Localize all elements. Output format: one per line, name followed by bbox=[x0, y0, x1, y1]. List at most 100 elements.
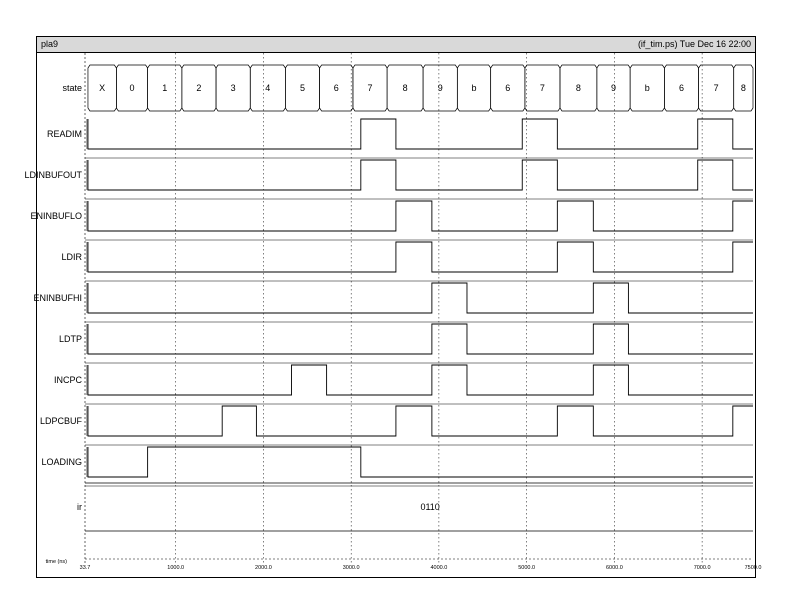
state-value: 1 bbox=[162, 83, 167, 93]
state-cell-outline bbox=[319, 64, 354, 112]
time-tick-label: 3000.0 bbox=[343, 565, 360, 571]
time-axis-label: time (ns) bbox=[46, 559, 68, 565]
signal-row-ldpcbuf: LDPCBUF bbox=[40, 405, 753, 446]
unknown-state-block bbox=[86, 201, 88, 231]
unknown-state-block bbox=[86, 406, 88, 436]
state-cell: 5 bbox=[285, 64, 320, 112]
signal-waveform bbox=[87, 364, 753, 396]
signal-label: LOADING bbox=[41, 457, 82, 467]
signal-label: READIM bbox=[47, 129, 82, 139]
state-value: 6 bbox=[679, 83, 684, 93]
state-value: 7 bbox=[368, 83, 373, 93]
state-cell: 0 bbox=[116, 64, 148, 112]
state-cell: 6 bbox=[490, 64, 526, 112]
state-cell-outline bbox=[386, 64, 424, 112]
state-value: 8 bbox=[576, 83, 581, 93]
signal-waveform bbox=[87, 118, 753, 150]
state-value: 7 bbox=[714, 83, 719, 93]
signal-waveform bbox=[87, 159, 753, 191]
title-left: pla9 bbox=[41, 39, 59, 49]
state-value: 6 bbox=[505, 83, 510, 93]
signal-label: LDPCBUF bbox=[40, 416, 83, 426]
time-tick-label: 6000.0 bbox=[606, 565, 623, 571]
signal-waveform bbox=[87, 323, 753, 355]
state-value: 3 bbox=[231, 83, 236, 93]
signal-row-eninbuflo: ENINBUFLO bbox=[30, 200, 753, 241]
state-cell-outline bbox=[116, 64, 148, 112]
ir-label: ir bbox=[77, 502, 82, 512]
state-value: X bbox=[99, 83, 105, 93]
signal-waveform bbox=[87, 241, 753, 273]
state-cell-outline bbox=[698, 64, 735, 112]
state-value: b bbox=[471, 83, 476, 93]
state-cell-outline bbox=[456, 64, 492, 112]
state-cell: 8 bbox=[559, 64, 598, 112]
state-cell: 7 bbox=[524, 64, 561, 112]
state-value: 8 bbox=[741, 83, 746, 93]
time-tick-label: 2000.0 bbox=[255, 565, 272, 571]
state-cell-outline bbox=[285, 64, 320, 112]
state-cell: 2 bbox=[181, 64, 217, 112]
state-cell: X bbox=[87, 64, 117, 112]
state-cell: 4 bbox=[249, 64, 286, 112]
state-value: 5 bbox=[300, 83, 305, 93]
state-cell-outline bbox=[559, 64, 598, 112]
signal-row-eninbufhi: ENINBUFHI bbox=[33, 282, 753, 323]
state-cell-outline bbox=[596, 64, 631, 112]
state-value: 0 bbox=[129, 83, 134, 93]
state-cell-outline bbox=[664, 64, 699, 112]
signal-waveform bbox=[87, 282, 753, 314]
time-tick-label: 7000.0 bbox=[694, 565, 711, 571]
unknown-state-block bbox=[86, 160, 88, 190]
state-cell: 6 bbox=[664, 64, 699, 112]
state-value: 8 bbox=[403, 83, 408, 93]
signal-label: ENINBUFHI bbox=[33, 293, 82, 303]
unknown-state-block bbox=[86, 283, 88, 313]
time-tick-label: 4000.0 bbox=[430, 565, 447, 571]
state-cell-outline bbox=[524, 64, 561, 112]
title-bar: pla9 (if_tim.ps) Tue Dec 16 22:00 bbox=[37, 37, 755, 53]
state-cell-outline bbox=[147, 64, 183, 112]
state-cell-outline bbox=[181, 64, 217, 112]
signal-row-incpc: INCPC bbox=[54, 364, 753, 405]
ir-value: 0110 bbox=[420, 502, 439, 512]
state-cell: 8 bbox=[386, 64, 424, 112]
state-cell: b bbox=[456, 64, 492, 112]
state-value: 9 bbox=[438, 83, 443, 93]
state-cell: 6 bbox=[319, 64, 354, 112]
state-cell: 7 bbox=[698, 64, 735, 112]
state-value: 6 bbox=[334, 83, 339, 93]
signal-waveform bbox=[87, 446, 753, 478]
signal-label: LDINBUFOUT bbox=[24, 170, 82, 180]
state-cell-outline bbox=[490, 64, 526, 112]
state-cell: b bbox=[629, 64, 665, 112]
state-cell-outline bbox=[733, 64, 754, 112]
state-value: 7 bbox=[540, 83, 545, 93]
state-cell: 9 bbox=[422, 64, 458, 112]
state-cell: 9 bbox=[596, 64, 631, 112]
state-value: 9 bbox=[611, 83, 616, 93]
time-tick-label: 33.7 bbox=[80, 565, 91, 571]
unknown-state-block bbox=[86, 242, 88, 272]
signal-waveform bbox=[87, 405, 753, 437]
signal-row-ldir: LDIR bbox=[61, 241, 753, 282]
unknown-state-block bbox=[86, 324, 88, 354]
state-cell: 3 bbox=[215, 64, 251, 112]
state-cell: 8 bbox=[733, 64, 754, 112]
unknown-state-block bbox=[86, 365, 88, 395]
title-right: (if_tim.ps) Tue Dec 16 22:00 bbox=[637, 39, 751, 49]
state-cell-outline bbox=[249, 64, 286, 112]
state-cell-outline bbox=[215, 64, 251, 112]
signal-label: LDTP bbox=[59, 334, 82, 344]
signal-label: LDIR bbox=[61, 252, 82, 262]
state-value: b bbox=[645, 83, 650, 93]
time-tick-label: 5000.0 bbox=[518, 565, 535, 571]
state-cell: 1 bbox=[147, 64, 183, 112]
signal-row-ldinbufout: LDINBUFOUT bbox=[24, 159, 753, 200]
unknown-state-block bbox=[86, 447, 88, 477]
state-cell-outline bbox=[352, 64, 388, 112]
state-cell-outline bbox=[422, 64, 458, 112]
signal-row-ldtp: LDTP bbox=[59, 323, 753, 364]
